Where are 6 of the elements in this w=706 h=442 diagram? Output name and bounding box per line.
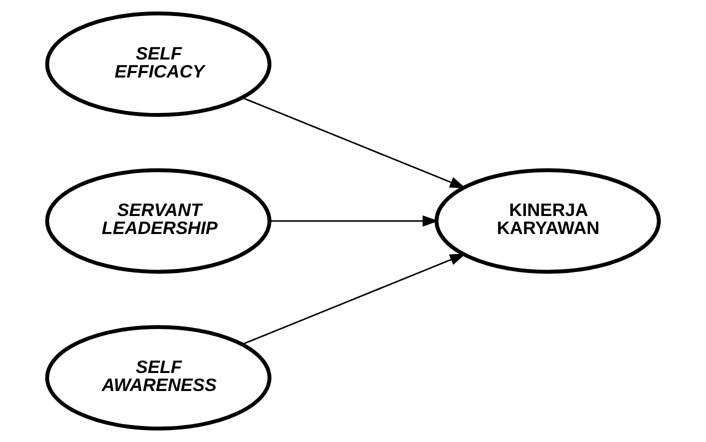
arrow <box>242 96 466 188</box>
node-ellipse: KINERJA KARYAWAN <box>434 168 661 274</box>
node-ellipse: SERVANT LEADERSHIP <box>45 168 272 274</box>
node-ellipse: SELF EFFICACY <box>45 12 272 117</box>
node-ellipse: SELF AWARENESS <box>45 325 272 430</box>
arrow <box>242 254 466 346</box>
